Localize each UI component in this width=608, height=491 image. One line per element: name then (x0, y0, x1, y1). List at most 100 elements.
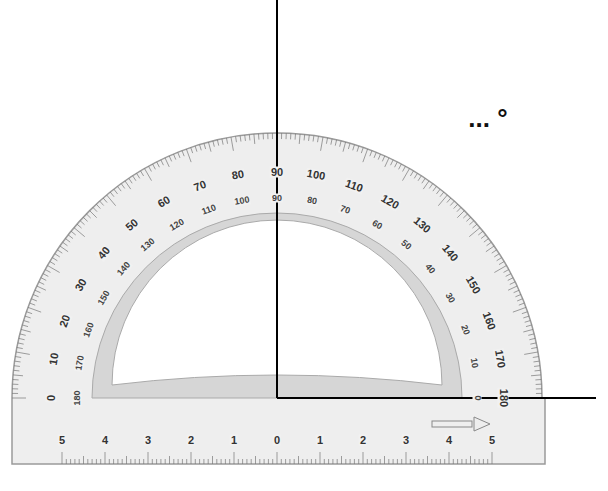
degree-tick (133, 176, 136, 181)
degree-tick (363, 149, 368, 162)
degree-tick (80, 221, 84, 225)
ruler-tick (92, 459, 93, 464)
protractor-body (12, 133, 545, 464)
degree-tick (31, 299, 37, 301)
degree-tick (395, 162, 398, 167)
degree-tick (508, 286, 517, 290)
ruler-tick (79, 459, 80, 464)
degree-tick (20, 334, 26, 335)
degree-tick (213, 141, 214, 147)
ruler-tick (277, 452, 278, 464)
ruler-tick (449, 452, 450, 464)
degree-tick (71, 231, 76, 235)
degree-tick (486, 246, 494, 252)
ruler-tick (212, 456, 213, 464)
degree-tick (410, 171, 413, 176)
degree-tick (25, 316, 31, 318)
inner-scale-number: 180 (73, 389, 82, 406)
degree-tick (33, 294, 39, 296)
degree-tick (469, 228, 480, 237)
degree-tick (43, 274, 48, 277)
degree-tick (83, 217, 87, 221)
degree-tick (195, 146, 197, 152)
degree-tick (313, 136, 315, 142)
degree-tick (525, 321, 531, 323)
degree-tick (535, 370, 541, 372)
ruler-tick (70, 459, 71, 464)
ruler-tick (311, 459, 312, 464)
degree-tick (533, 361, 539, 363)
degree-tick (90, 211, 97, 218)
ruler-tick (444, 459, 445, 464)
ruler-number: 5 (488, 435, 496, 446)
degree-tick (370, 151, 372, 157)
inner-scale-number: 10 (469, 357, 480, 370)
degree-tick (281, 133, 282, 139)
degree-tick (382, 156, 384, 161)
degree-tick (517, 299, 523, 301)
degree-tick (41, 278, 46, 281)
ruler-tick (208, 459, 209, 464)
ruler-tick (160, 459, 161, 464)
ruler-tick (109, 459, 110, 464)
degree-tick (308, 135, 310, 141)
ruler-tick (483, 459, 484, 464)
degree-tick (536, 384, 542, 385)
degree-tick (208, 142, 211, 152)
degree-tick (418, 176, 421, 181)
ruler-tick (324, 459, 325, 464)
ruler-tick (302, 459, 303, 464)
degree-tick (110, 192, 114, 197)
degree-tick (37, 286, 46, 290)
degree-tick (317, 136, 319, 142)
degree-tick (240, 136, 242, 142)
degree-tick (21, 329, 31, 332)
ruler-tick (358, 459, 359, 464)
degree-tick (494, 254, 499, 257)
degree-tick (272, 133, 273, 139)
degree-tick (374, 152, 376, 158)
degree-tick (235, 136, 237, 142)
ruler-tick (285, 459, 286, 464)
degree-tick (18, 343, 24, 344)
ruler-tick (320, 452, 321, 464)
ruler-number: 5 (58, 435, 66, 446)
degree-tick (12, 398, 26, 399)
degree-tick (299, 134, 301, 144)
ruler-tick (298, 456, 299, 464)
degree-tick (100, 201, 104, 205)
ruler-number: 0 (273, 435, 281, 446)
degree-tick (173, 154, 175, 160)
degree-tick (60, 246, 68, 252)
degree-tick (499, 262, 504, 265)
degree-tick (403, 169, 410, 181)
ruler-tick (410, 459, 411, 464)
degree-tick (348, 143, 350, 149)
ruler-tick (453, 459, 454, 464)
degree-tick (399, 164, 402, 169)
ruler-tick (350, 459, 351, 464)
arrow-icon-head (474, 417, 490, 431)
ruler-tick (427, 456, 428, 464)
ruler-tick (487, 459, 488, 464)
ruler-tick (62, 452, 63, 464)
degree-tick (530, 343, 536, 344)
ruler-tick (225, 459, 226, 464)
degree-tick (35, 290, 40, 292)
ruler-tick (457, 459, 458, 464)
degree-tick (12, 388, 18, 389)
ruler-tick (66, 459, 67, 464)
degree-tick (536, 388, 542, 389)
degree-tick (454, 204, 458, 208)
degree-tick (258, 134, 259, 140)
ruler-tick (87, 459, 88, 464)
degree-tick (182, 151, 184, 157)
degree-tick (231, 137, 233, 151)
ruler-ticks (62, 452, 492, 464)
degree-tick (86, 214, 90, 218)
ruler-tick (375, 459, 376, 464)
degree-tick (515, 294, 521, 296)
ruler-tick (186, 459, 187, 464)
ruler-tick (289, 459, 290, 464)
